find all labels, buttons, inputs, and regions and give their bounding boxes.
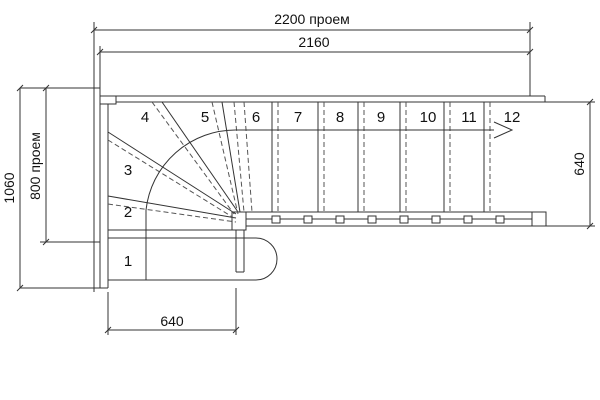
step-number: 5 [201, 109, 209, 126]
step-number: 2 [124, 204, 132, 221]
step-lines-straight [271, 102, 485, 212]
step-number: 3 [124, 162, 132, 179]
balusters [271, 215, 505, 224]
step-number: 12 [504, 109, 521, 126]
dimension-ticks [16, 26, 594, 334]
step-number: 6 [252, 109, 260, 126]
step-number: 1 [124, 253, 132, 270]
dim-opening-width: 2200 проем [274, 11, 350, 27]
dim-flight-width: 640 [571, 152, 587, 176]
step-number: 8 [336, 109, 344, 126]
winder-lines-dashed [107, 101, 253, 223]
step-number: 10 [420, 109, 437, 126]
dim-bottom-width: 640 [160, 313, 184, 329]
stair-outline [99, 95, 547, 289]
walking-line [145, 121, 514, 238]
dim-total-depth: 1060 [1, 172, 17, 203]
step-number: 4 [141, 109, 149, 126]
step-number: 9 [377, 109, 385, 126]
step-number: 7 [294, 109, 302, 126]
step-number: 11 [461, 109, 477, 126]
step-lines-dashed [277, 102, 491, 212]
winder-lines [107, 101, 241, 219]
dim-total-width: 2160 [298, 34, 329, 50]
dim-opening-depth: 800 проем [27, 132, 43, 200]
